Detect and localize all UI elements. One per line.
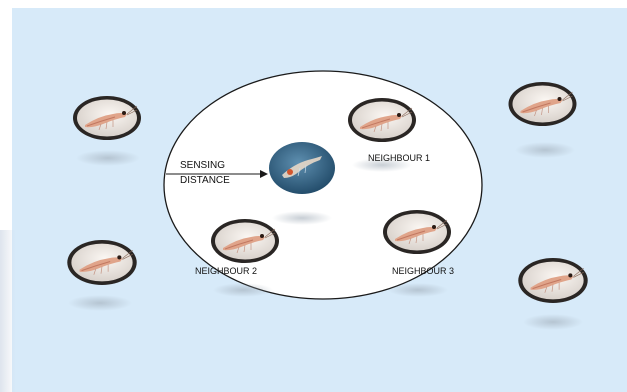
krill-shadows (68, 142, 583, 330)
krill-photo-icon (66, 239, 138, 286)
neighbour-3-label: NEIGHBOUR 3 (392, 266, 455, 276)
neighbour-2-label: NEIGHBOUR 2 (195, 266, 258, 276)
edge-shadow (0, 230, 16, 392)
sensing-distance-label-line2: DISTANCE (180, 175, 230, 186)
focal-krill-photo-icon (269, 142, 335, 194)
krill-photo-icon (72, 95, 142, 141)
neighbour-3-krill-icon (382, 209, 452, 255)
neighbour-2-krill-icon (210, 218, 280, 264)
krill-photo-icon (517, 257, 589, 304)
sensing-distance-label-line1: SENSING (180, 160, 226, 171)
krill-photo-icon (507, 81, 578, 127)
neighbour-1-krill-icon (347, 97, 417, 143)
neighbour-1-label: NEIGHBOUR 1 (368, 153, 431, 163)
